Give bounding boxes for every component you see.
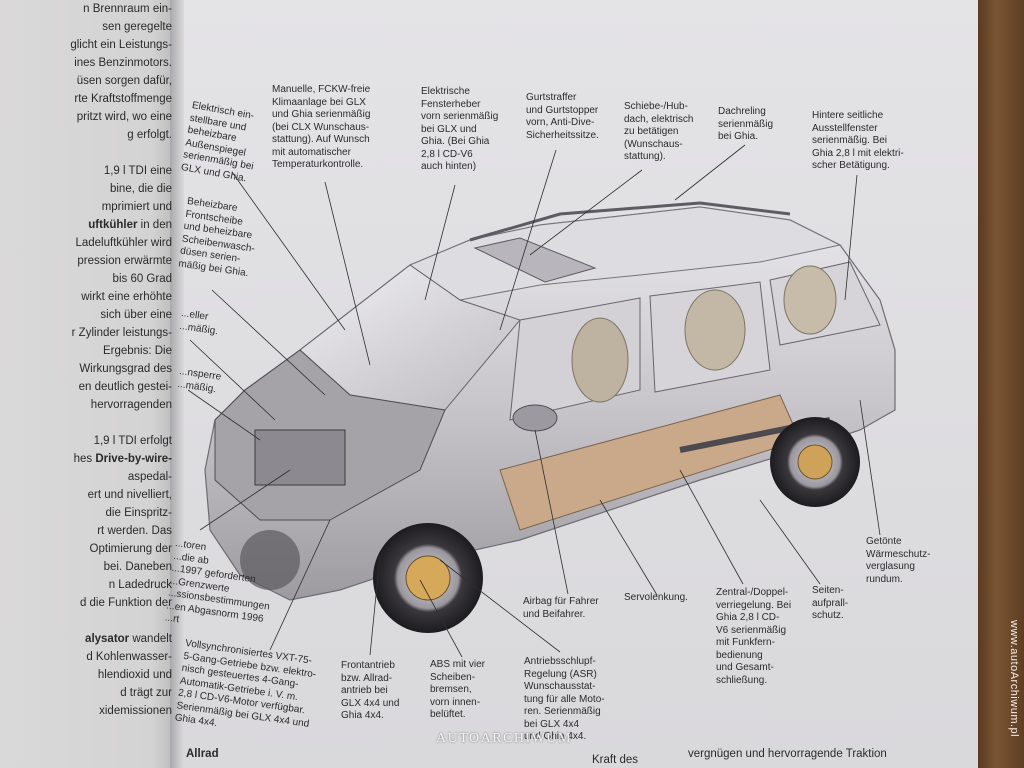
label-schiebedach: Schiebe-/Hub- dach, elektrisch zu betäti…: [624, 101, 694, 162]
front-left-wheel: [240, 530, 300, 590]
side-mirror: [512, 404, 558, 432]
left-text-line: d Kohlenwasser-: [86, 651, 172, 663]
left-text-line: bei. Daneben: [103, 561, 172, 573]
label-getriebe: Vollsynchronisiertes VXT-75- 5-Gang-Getr…: [174, 638, 317, 730]
label-servolenkung: Servolenkung.: [624, 592, 688, 603]
left-text-line: Ladeluftkühler wird: [75, 237, 172, 249]
left-text-line: 1,9 l TDI erfolgt: [93, 435, 172, 447]
left-text-line: uftkühler in den: [88, 219, 172, 231]
left-text-line: n Ladedruck: [108, 579, 172, 591]
leader-lines: [187, 144, 881, 658]
rear-seat: [684, 289, 746, 371]
label-spiegel: Elektrisch ein- stellbare und beheizbare…: [180, 100, 255, 184]
label-dachreling: Dachreling serienmäßig bei Ghia.: [718, 106, 774, 142]
left-text-line: bis 60 Grad: [112, 273, 172, 285]
rear-brake-disc: [797, 444, 833, 480]
left-text-line: aspedal-: [127, 471, 172, 483]
front-brake-disc: [405, 555, 451, 601]
left-text-line: sen geregelte: [102, 21, 172, 33]
roof-rail: [469, 201, 791, 242]
left-text-line: alysator wandelt: [85, 633, 172, 645]
left-text-line: d die Funktion der: [79, 597, 172, 609]
label-abs: ABS mit vier Scheiben- bremsen, vorn inn…: [430, 659, 486, 720]
label-klimaanlage: Manuelle, FCKW-freie Klimaanlage bei GLX…: [272, 84, 371, 170]
sunroof: [473, 237, 597, 283]
bottom-left-fragment: Allrad: [186, 748, 219, 760]
third-row-seat: [783, 265, 837, 335]
label-ausstellfenster: Hintere seitliche Ausstellfenster serien…: [812, 110, 904, 171]
label-frontscheibe: Beheizbare Frontscheibe und beheizbare S…: [177, 196, 256, 279]
left-text-line: ines Benzinmotors.: [74, 57, 172, 69]
left-text-line: xidemissionen: [99, 705, 172, 717]
left-text-line: sich über eine: [100, 309, 172, 321]
left-text-line: mprimiert und: [101, 201, 172, 213]
left-text-line: rte Kraftstoffmenge: [74, 93, 172, 105]
left-text-line: hervorragenden: [90, 399, 172, 411]
left-text-line: r Zylinder leistungs-: [71, 327, 172, 339]
left-text-line: bine, die die: [109, 183, 172, 195]
label-waermeschutz: Getönte Wärmeschutz- verglasung rundum.: [866, 536, 931, 585]
label-fensterheber: Elektrische Fensterheber vorn serienmäßi…: [421, 86, 499, 172]
left-text-line: en deutlich gestei-: [78, 381, 172, 393]
label-seitenaufprall: Seiten- aufprall- schutz.: [812, 585, 849, 621]
label-airbag-edge: ...eller ...mäßig.: [178, 308, 219, 337]
left-text-line: glicht ein Leistungs-: [70, 39, 172, 51]
left-text-line: n Brennraum ein-: [83, 3, 172, 15]
left-text-line: hlendioxid und: [97, 669, 172, 681]
bottom-mid-fragment: Kraft des: [592, 754, 639, 766]
label-abgasnorm: ...toren ...die ab ...1997 geforderten .…: [164, 538, 271, 626]
left-text-line: 1,9 l TDI eine: [103, 165, 172, 177]
left-text-line: d trägt zur: [120, 687, 172, 699]
label-frontantrieb: Frontantrieb bzw. Allrad- antrieb bei GL…: [341, 660, 400, 721]
left-page: [0, 0, 178, 768]
left-text-line: üsen sorgen dafür,: [76, 75, 172, 87]
left-text-line: g erfolgt.: [127, 129, 172, 141]
front-seat: [571, 317, 629, 403]
wood-table-edge: [978, 0, 1024, 768]
left-text-line: pritzt wird, wo eine: [76, 111, 172, 123]
left-text-line: die Einspritz-: [105, 507, 172, 519]
left-text-line: ert und nivelliert,: [87, 489, 172, 501]
engine-block: [254, 429, 346, 486]
left-text-line: Optimierung der: [89, 543, 172, 555]
left-page-text: n Brennraum ein-sen geregelte glicht ein …: [0, 0, 172, 720]
side-url-watermark: www.autoArchiwum.pl: [1008, 620, 1020, 738]
left-text-line: Wirkungsgrad des: [79, 363, 172, 375]
left-text-line: Ergebnis: Die: [102, 345, 172, 357]
left-text-line: rt werden. Das: [97, 525, 172, 537]
car-roof: [408, 206, 842, 301]
watermark-logo: AUTOARCHIWUM: [436, 731, 572, 746]
left-text-line: wirkt eine erhöhte: [81, 291, 172, 303]
label-asr: Antriebsschlupf- Regelung (ASR) Wunschau…: [524, 656, 605, 742]
label-airbag: Airbag für Fahrer und Beifahrer.: [523, 596, 599, 620]
label-zentralverriegelung: Zentral-/Doppel- verriegelung. Bei Ghia …: [716, 587, 792, 686]
left-text-line: hes Drive-by-wire-: [73, 453, 172, 465]
left-text-line: pression erwärmte: [77, 255, 172, 267]
bottom-right-text: vergnügen und hervorragende Traktion: [688, 748, 887, 760]
label-gurtstraffer: Gurtstraffer und Gurtstopper vorn, Anti-…: [526, 92, 599, 141]
